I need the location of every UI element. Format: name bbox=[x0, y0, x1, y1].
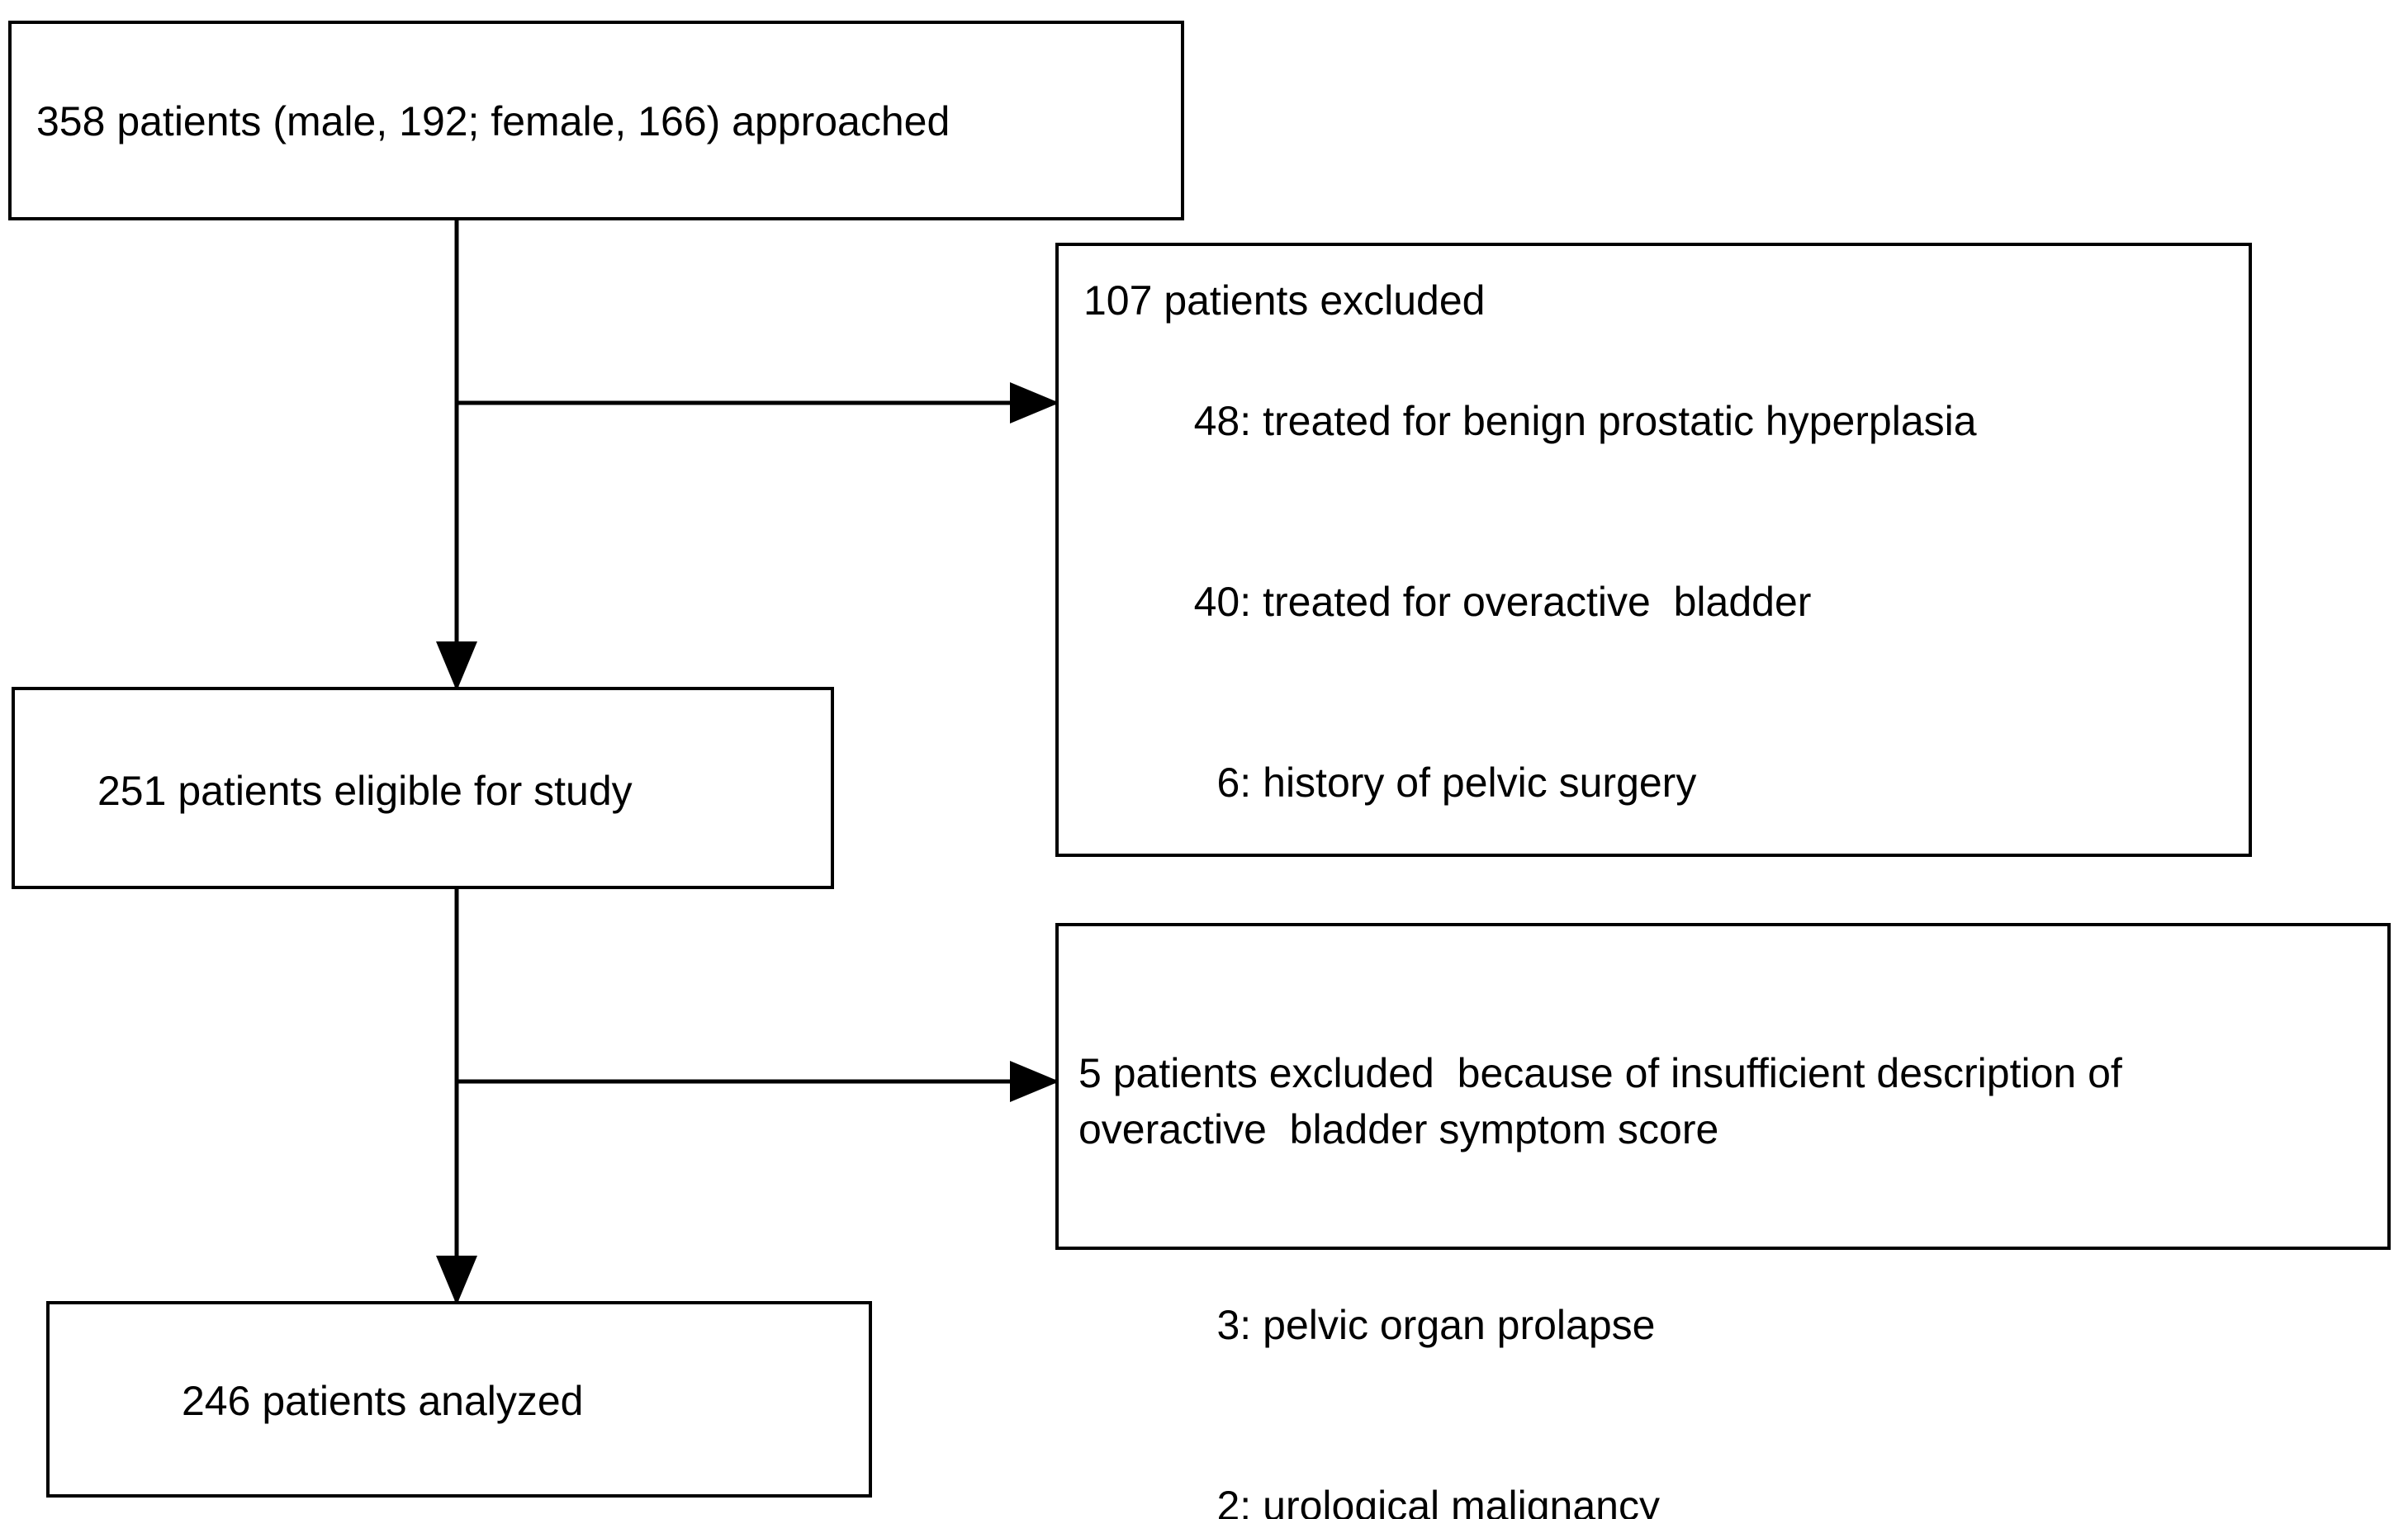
excluded-first-item-reason: pelvic organ prolapse bbox=[1263, 1302, 1656, 1348]
excluded-first-item-count: 40: bbox=[1193, 579, 1252, 625]
excluded-first-item-count: 6: bbox=[1216, 760, 1252, 806]
excluded-second-text: 5 patients excluded because of insuffici… bbox=[1078, 1045, 2122, 1157]
excluded-first-item-count: 48: bbox=[1193, 398, 1252, 444]
excluded-second-line-2: overactive bladder symptom score bbox=[1078, 1106, 1719, 1152]
excluded-first-list: 107 patients excluded 48:treated for ben… bbox=[1083, 271, 1977, 1519]
excluded-first-heading: 107 patients excluded bbox=[1083, 277, 1486, 324]
node-excluded-first-box: 107 patients excluded 48:treated for ben… bbox=[1055, 243, 2252, 1519]
node-eligible-box: 251 patients eligible for study bbox=[12, 687, 834, 889]
excluded-first-item-count: 3: bbox=[1216, 1302, 1252, 1348]
node-eligible-label: 251 patients eligible for study bbox=[97, 768, 633, 814]
node-approached-box: 358 patients (male, 192; female, 166) ap… bbox=[8, 21, 1184, 220]
excluded-first-item: 3:pelvic organ prolapse bbox=[1083, 1235, 1977, 1416]
excluded-first-item: 40:treated for overactive bladder bbox=[1083, 512, 1977, 693]
excluded-first-item: 48:treated for benign prostatic hyperpla… bbox=[1083, 331, 1977, 512]
excluded-second-line-1: 5 patients excluded because of insuffici… bbox=[1078, 1050, 2122, 1096]
excluded-first-item: 2: urological malignancy bbox=[1083, 1416, 1977, 1519]
excluded-first-item: 6:history of pelvic surgery bbox=[1083, 693, 1977, 873]
excluded-first-item-reason: treated for overactive bladder bbox=[1263, 579, 1812, 625]
node-analyzed-label: 246 patients analyzed bbox=[182, 1378, 584, 1424]
node-excluded-second-box: 5 patients excluded because of insuffici… bbox=[1055, 923, 2391, 1250]
node-analyzed-box: 246 patients analyzed bbox=[46, 1301, 872, 1498]
excluded-first-item-reason: urological malignancy bbox=[1263, 1483, 1660, 1519]
excluded-first-item-reason: treated for benign prostatic hyperplasia bbox=[1263, 398, 1977, 444]
excluded-first-item-count: 2: bbox=[1216, 1483, 1252, 1519]
node-approached-label: 358 patients (male, 192; female, 166) ap… bbox=[36, 98, 950, 144]
excluded-first-item-reason: history of pelvic surgery bbox=[1263, 760, 1697, 806]
